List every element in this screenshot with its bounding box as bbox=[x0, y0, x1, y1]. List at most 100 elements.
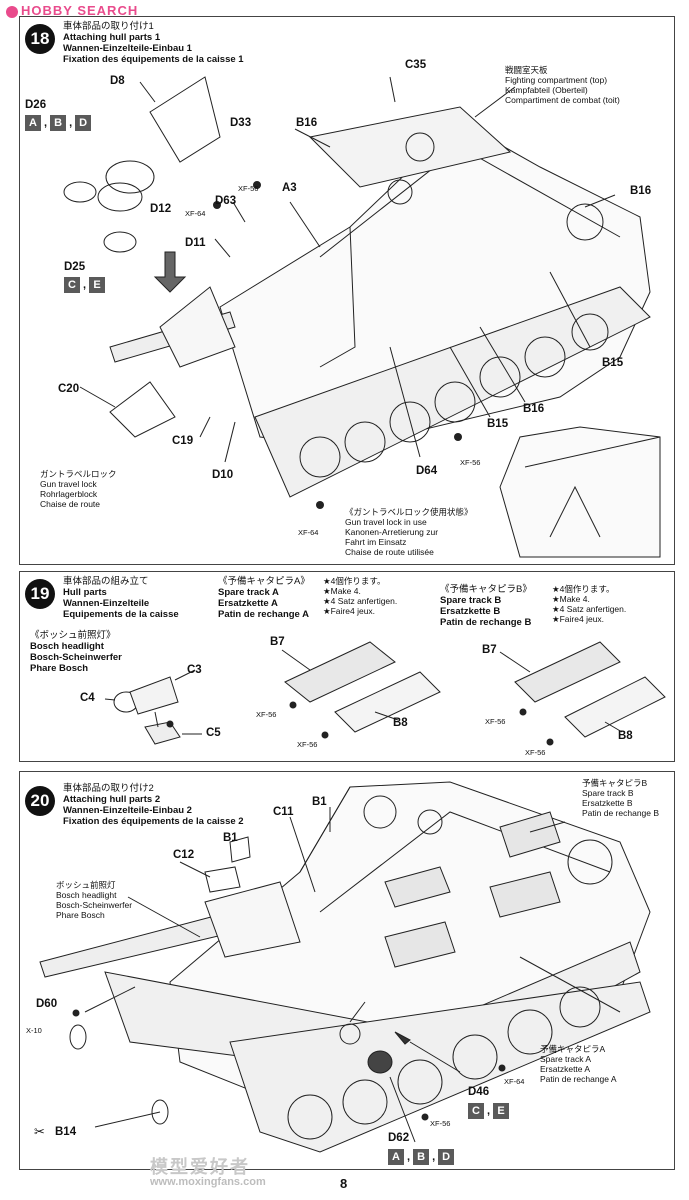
step-19-title-de: Wannen-Einzelteile bbox=[63, 598, 150, 609]
bosch-headlight-caption: 《ボッシュ前照灯》 Bosch headlight Bosch-Scheinwe… bbox=[30, 630, 122, 674]
step-19-number: 19 bbox=[25, 579, 55, 609]
watermark-logo-icon bbox=[6, 5, 18, 18]
part-c35: C35 bbox=[405, 59, 427, 71]
step-18-title-de: Wannen-Einzelteile-Einbau 1 bbox=[63, 43, 192, 54]
bosch-fr: Phare Bosch bbox=[30, 663, 89, 674]
d62-opt-a: A bbox=[388, 1149, 404, 1165]
s20-sta-en: Spare track A bbox=[540, 1054, 592, 1064]
part-d60: D60 bbox=[36, 998, 58, 1010]
part-b16-bottom: B16 bbox=[523, 403, 545, 415]
part-d63: D63 bbox=[215, 195, 237, 207]
part-b15-right: B15 bbox=[602, 357, 624, 369]
step-20-title-jp: 車体部品の取り付け2 bbox=[63, 783, 154, 794]
fc-jp: 戦闘室天板 bbox=[505, 65, 548, 75]
stb-en: Spare track B bbox=[440, 595, 502, 606]
gun-lock-in-use-caption: 《ガントラベルロック使用状態》 Gun travel lock in use K… bbox=[345, 507, 473, 557]
gtl-en: Gun travel lock bbox=[40, 479, 97, 489]
page-number: 8 bbox=[340, 1176, 348, 1191]
watermark-top-text: HOBBY SEARCH bbox=[21, 3, 139, 18]
xf-64-paint-b: XF-64 bbox=[298, 528, 319, 537]
d62-opt-b: B bbox=[413, 1149, 430, 1165]
d46-opt-c: C bbox=[468, 1103, 484, 1119]
part-d8: D8 bbox=[110, 75, 125, 87]
stb-de: Ersatzkette B bbox=[440, 606, 501, 617]
make-en-a: ★Make 4. bbox=[323, 586, 361, 596]
make-4-note-a: ★4個作ります。 ★Make 4. ★4 Satz anfertigen. ★F… bbox=[323, 576, 397, 616]
bosch-jp: 《ボッシュ前照灯》 bbox=[30, 630, 116, 641]
inuse-jp: 《ガントラベルロック使用状態》 bbox=[345, 507, 473, 517]
xf-56-paint-1: XF-56 bbox=[256, 710, 277, 719]
s20-stb-en: Spare track B bbox=[582, 788, 634, 798]
xf-56-paint-b: XF-56 bbox=[460, 458, 481, 467]
d25-options: C, E bbox=[64, 277, 106, 293]
d62-opt-d: D bbox=[438, 1149, 455, 1165]
part-b14: B14 bbox=[55, 1126, 77, 1138]
part-b8-a: B8 bbox=[393, 717, 408, 729]
part-c5: C5 bbox=[206, 727, 221, 739]
scissors-icon: ✂ bbox=[34, 1124, 45, 1139]
part-b15-bottom: B15 bbox=[487, 418, 509, 430]
inuse-en: Gun travel lock in use bbox=[345, 517, 427, 527]
d26-options: A, B, D bbox=[25, 115, 92, 131]
xf-56-paint-4: XF-56 bbox=[525, 748, 546, 757]
part-b7-a: B7 bbox=[270, 636, 285, 648]
watermark-top: HOBBY SEARCH bbox=[6, 3, 138, 18]
inuse-de2: Fahrt im Einsatz bbox=[345, 537, 407, 547]
sta-de: Ersatzkette A bbox=[218, 598, 278, 609]
inuse-fr: Chaise de route utilisée bbox=[345, 547, 434, 557]
s20-bosch-jp: ボッシュ前照灯 bbox=[56, 880, 116, 890]
xf-56-paint: XF-56 bbox=[430, 1119, 451, 1128]
step-18-title-jp: 車体部品の取り付け1 bbox=[63, 21, 154, 32]
sta-fr: Patin de rechange A bbox=[218, 609, 309, 620]
part-c20: C20 bbox=[58, 383, 80, 395]
make-de-a: ★4 Satz anfertigen. bbox=[323, 596, 398, 606]
part-b16-right: B16 bbox=[630, 185, 652, 197]
step-18-title: 車体部品の取り付け1 Attaching hull parts 1 Wannen… bbox=[63, 21, 244, 65]
part-b1-left: B1 bbox=[223, 832, 238, 844]
part-d12: D12 bbox=[150, 203, 172, 215]
s20-bosch-en: Bosch headlight bbox=[56, 890, 117, 900]
step-19-title-en: Hull parts bbox=[63, 587, 107, 598]
step-19-drawing bbox=[104, 641, 666, 746]
stb-jp: 《予備キャタピラB》 bbox=[440, 584, 532, 595]
spare-track-a-caption: 《予備キャタピラA》 Spare track A Ersatzkette A P… bbox=[218, 576, 310, 620]
watermark-bottom-url: www.moxingfans.com bbox=[150, 1176, 266, 1188]
part-c19: C19 bbox=[172, 435, 194, 447]
s20-sta-de: Ersatzkette A bbox=[540, 1064, 591, 1074]
part-d62: D62 bbox=[388, 1132, 410, 1144]
part-b16-top: B16 bbox=[296, 117, 318, 129]
s20-stb-jp: 予備キャタピラB bbox=[582, 778, 648, 788]
part-b8-b: B8 bbox=[618, 730, 633, 742]
fc-fr: Compartiment de combat (toit) bbox=[505, 95, 620, 105]
fighting-compartment-caption: 戦闘室天板 Fighting compartment (top) Kampfab… bbox=[505, 65, 620, 105]
step-20-drawing bbox=[39, 781, 651, 1153]
s20-stb-fr: Patin de rechange B bbox=[582, 808, 660, 818]
part-c11: C11 bbox=[273, 806, 294, 818]
make-de-b: ★4 Satz anfertigen. bbox=[552, 604, 627, 614]
inuse-de1: Kanonen-Arretierung zur bbox=[345, 527, 439, 537]
step-20-panel: 20 車体部品の取り付け2 Attaching hull parts 2 Wan… bbox=[19, 771, 675, 1170]
xf-64-paint: XF-64 bbox=[504, 1077, 525, 1086]
s20-stb-de: Ersatzkette B bbox=[582, 798, 633, 808]
part-d11: D11 bbox=[185, 237, 206, 249]
xf-56-paint-3: XF-56 bbox=[485, 717, 506, 726]
stb-fr: Patin de rechange B bbox=[440, 617, 532, 628]
part-d64: D64 bbox=[416, 465, 438, 477]
step-18-panel: 18 車体部品の取り付け1 Attaching hull parts 1 Wan… bbox=[19, 16, 675, 565]
step-20-title-fr: Fixation des équipements de la caisse 2 bbox=[63, 816, 244, 827]
d25-opt-e: E bbox=[89, 277, 106, 293]
gun-travel-lock-caption: ガントラベルロック Gun travel lock Rohrlagerblock… bbox=[40, 469, 117, 509]
part-b7-b: B7 bbox=[482, 644, 497, 656]
step-18-drawing bbox=[63, 76, 661, 558]
d26-opt-b: B bbox=[50, 115, 67, 131]
spare-track-b-caption: 《予備キャタピラB》 Spare track B Ersatzkette B P… bbox=[440, 584, 532, 628]
step-18-number: 18 bbox=[25, 24, 55, 54]
step-20-title: 車体部品の取り付け2 Attaching hull parts 2 Wannen… bbox=[63, 783, 244, 827]
part-c3: C3 bbox=[187, 664, 202, 676]
xf-64-paint-a: XF-64 bbox=[185, 209, 206, 218]
step-18-title-en: Attaching hull parts 1 bbox=[63, 32, 161, 43]
fc-de: Kampfabteil (Oberteil) bbox=[505, 85, 588, 95]
part-b1-top: B1 bbox=[312, 796, 327, 808]
sta-jp: 《予備キャタピラA》 bbox=[218, 576, 310, 587]
x-10-paint: X-10 bbox=[26, 1026, 42, 1035]
